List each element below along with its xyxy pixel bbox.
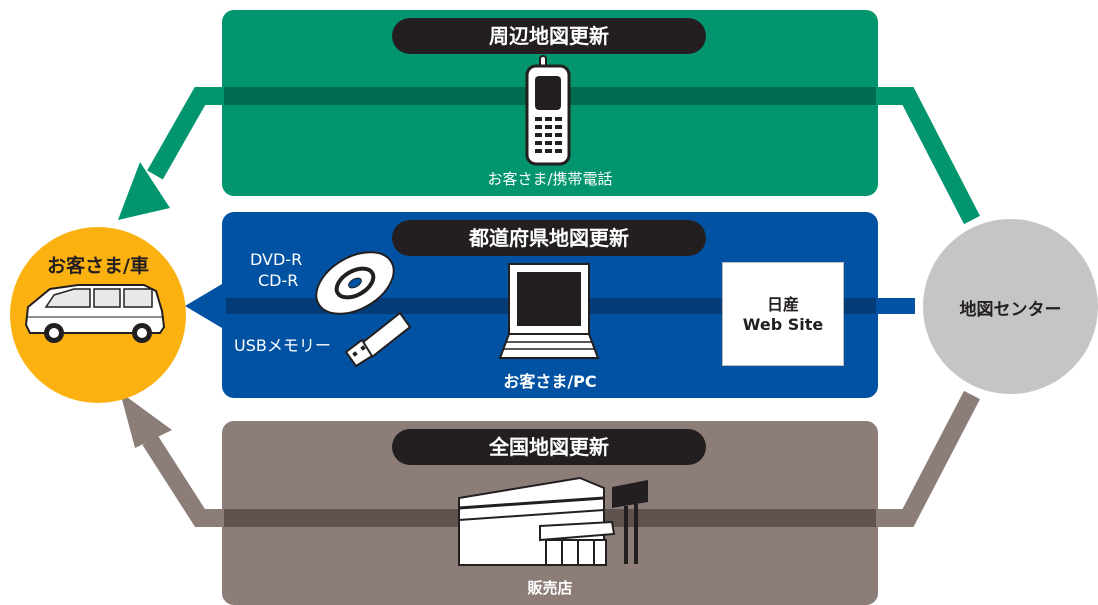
caption-pc: お客さま/PC	[503, 372, 597, 391]
usb-stick-icon	[344, 311, 412, 368]
website-line-2: Web Site	[742, 315, 824, 334]
store-building-icon	[458, 476, 648, 566]
label-cd-r: CD-R	[258, 271, 299, 290]
node-customer-car: お客さま/車	[10, 227, 186, 403]
nissan-website-box: 日産 Web Site	[722, 262, 844, 366]
customer-label: お客さま/車	[47, 255, 149, 277]
car-icon	[24, 284, 166, 343]
disc-icon	[315, 251, 395, 315]
node-map-center: 地図センター	[923, 219, 1098, 394]
arrowhead-middle	[185, 284, 222, 328]
mobile-phone-icon	[525, 55, 571, 166]
arrowhead-bottom	[120, 392, 172, 448]
label-dvd-r: DVD-R	[250, 250, 303, 269]
website-line-1: 日産	[766, 295, 799, 314]
caption-store: 販売店	[527, 579, 573, 597]
map-center-label: 地図センター	[959, 300, 1062, 320]
panel-title-national: 全国地図更新	[392, 429, 706, 465]
panel-title-prefecture: 都道府県地図更新	[392, 220, 706, 256]
computer-icon	[498, 263, 600, 359]
panel-title-nearby: 周辺地図更新	[392, 18, 706, 54]
caption-mobile: お客さま/携帯電話	[487, 170, 613, 188]
arrowhead-top	[118, 162, 170, 220]
label-usb: USBメモリー	[234, 336, 331, 355]
